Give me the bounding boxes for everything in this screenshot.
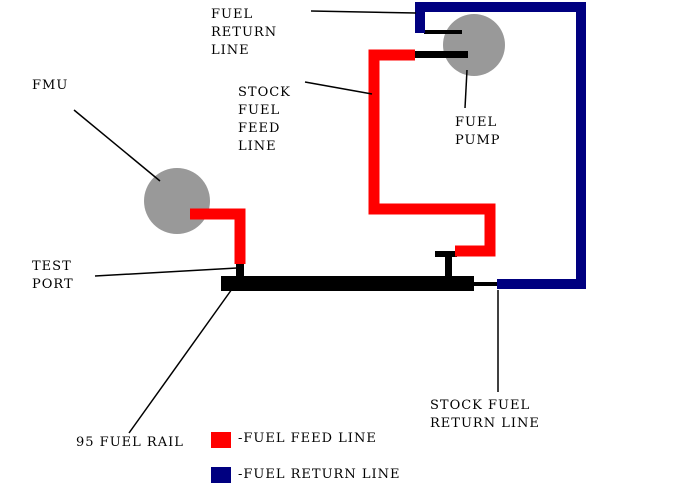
test-port-stub (236, 263, 244, 277)
fuel-pump-icon (443, 14, 505, 76)
label-stock-fuel-feed-line: STOCK FUEL FEED LINE (238, 85, 291, 154)
rail-return-stub (472, 282, 497, 286)
legend-return-swatch (211, 467, 231, 483)
pump-return-stub (424, 30, 462, 34)
fmu-feed-line (190, 208, 246, 264)
fuel-rail (221, 276, 474, 291)
stock-feed-line (368, 49, 496, 257)
rail-feed-stub (445, 255, 452, 277)
label-fuel-return-line: FUEL RETURN LINE (211, 7, 278, 58)
legend-feed-swatch (211, 432, 231, 448)
leader-fuel-rail (128, 288, 233, 434)
label-fuel-pump: FUEL PUMP (455, 115, 501, 148)
leader-fuel-return-line (310, 10, 417, 14)
label-fmu: FMU (32, 78, 69, 93)
leader-stock-fuel-feed-line (304, 81, 373, 95)
label-stock-fuel-return-line: STOCK FUEL RETURN LINE (430, 398, 540, 431)
rail-feed-stub-cap (435, 251, 457, 257)
leader-fuel-pump (464, 69, 468, 109)
stock-return-line (415, 2, 586, 289)
label-fuel-rail: 95 FUEL RAIL (76, 435, 184, 450)
fmu-icon (144, 168, 210, 234)
legend-return-label: -FUEL RETURN LINE (238, 467, 401, 482)
label-test-port: TEST PORT (32, 259, 74, 292)
leader-test-port (94, 267, 238, 277)
leader-fmu (73, 109, 161, 182)
pump-feed-stub (414, 51, 468, 58)
legend-feed-label: -FUEL FEED LINE (238, 431, 377, 446)
